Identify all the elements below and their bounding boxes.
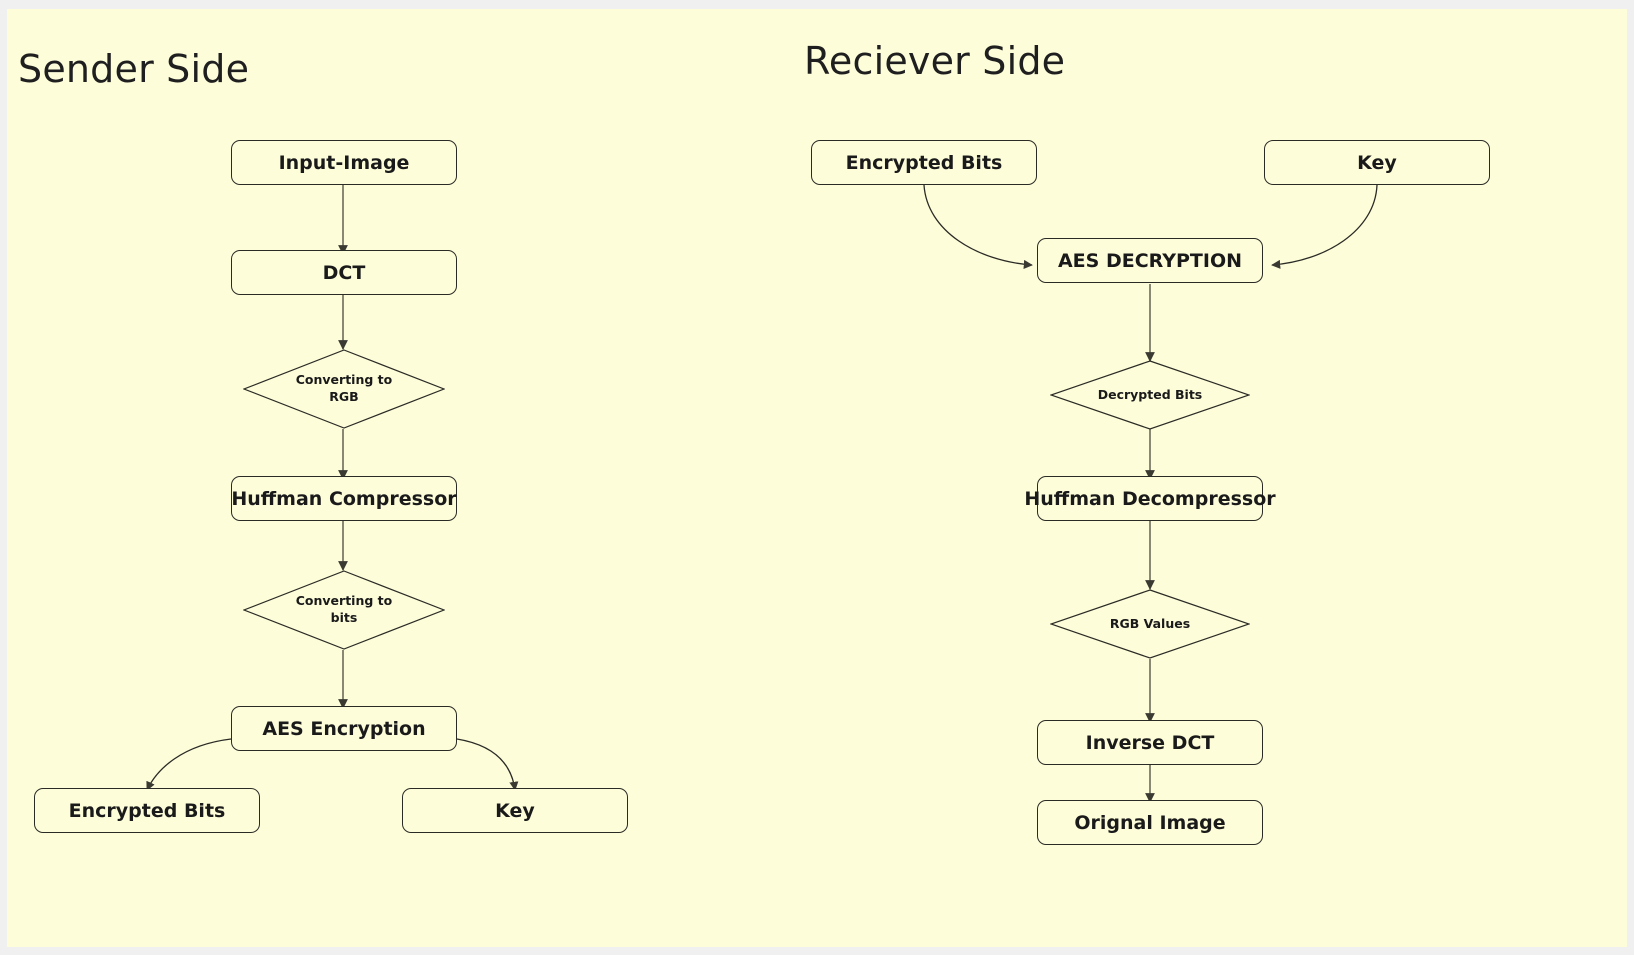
node-label: Input-Image <box>278 151 410 174</box>
node-huffman-compressor[interactable]: Huffman Compressor <box>231 476 457 521</box>
node-label-line1: Converting to <box>295 372 393 388</box>
node-label: Key <box>495 799 535 822</box>
node-label-line1: Decrypted Bits <box>1097 386 1203 402</box>
diamond-shape <box>1050 589 1250 659</box>
edge-aes-encryption-to-encrypted-bits <box>146 738 232 791</box>
diamond-shape <box>1050 360 1250 430</box>
node-label-wrap: Converting to RGB <box>243 349 445 429</box>
node-label-wrap: RGB Values <box>1050 589 1250 659</box>
diamond-shape <box>243 349 445 429</box>
node-label-line2: bits <box>330 610 358 625</box>
node-key-receiver[interactable]: Key <box>1264 140 1490 185</box>
node-key-sender[interactable]: Key <box>402 788 628 833</box>
node-orignal-image[interactable]: Orignal Image <box>1037 800 1263 845</box>
node-label: Huffman Compressor <box>231 487 457 510</box>
node-rgb-values[interactable]: RGB Values <box>1050 589 1250 659</box>
node-label: AES Encryption <box>262 717 426 740</box>
node-converting-to-rgb[interactable]: Converting to RGB <box>243 349 445 429</box>
diamond-shape <box>243 570 445 650</box>
edge-r-key-to-aes-decryption <box>1271 184 1378 269</box>
node-label: AES DECRYPTION <box>1057 249 1243 272</box>
node-encrypted-bits-receiver[interactable]: Encrypted Bits <box>811 140 1037 185</box>
node-label: Huffman Decompressor <box>1024 487 1276 510</box>
node-converting-to-bits[interactable]: Converting to bits <box>243 570 445 650</box>
node-label: Encrypted Bits <box>845 151 1003 174</box>
node-encrypted-bits-sender[interactable]: Encrypted Bits <box>34 788 260 833</box>
node-label: Key <box>1357 151 1397 174</box>
node-label-line1: RGB Values <box>1109 615 1191 631</box>
node-dct[interactable]: DCT <box>231 250 457 295</box>
node-label-wrap: Decrypted Bits <box>1050 360 1250 430</box>
receiver-side-title: Reciever Side <box>804 39 1066 83</box>
node-huffman-decompressor[interactable]: Huffman Decompressor <box>1024 476 1276 521</box>
node-label-line2: RGB <box>329 389 359 404</box>
node-label: DCT <box>322 261 366 284</box>
node-label: Orignal Image <box>1074 811 1226 834</box>
edge-aes-encryption-to-key <box>456 738 519 791</box>
node-aes-decryption[interactable]: AES DECRYPTION <box>1037 238 1263 283</box>
node-inverse-dct[interactable]: Inverse DCT <box>1037 720 1263 765</box>
diagram-canvas: Sender Side Reciever Side Input-Image DC… <box>7 9 1627 947</box>
node-input-image[interactable]: Input-Image <box>231 140 457 185</box>
node-decrypted-bits[interactable]: Decrypted Bits <box>1050 360 1250 430</box>
node-label: Encrypted Bits <box>68 799 226 822</box>
node-label-wrap: Converting to bits <box>243 570 445 650</box>
sender-side-title: Sender Side <box>18 47 250 91</box>
node-aes-encryption[interactable]: AES Encryption <box>231 706 457 751</box>
edge-r-encrypted-bits-to-aes-decryption <box>923 184 1033 269</box>
node-label: Inverse DCT <box>1085 731 1215 754</box>
node-label-line1: Converting to <box>295 593 393 609</box>
